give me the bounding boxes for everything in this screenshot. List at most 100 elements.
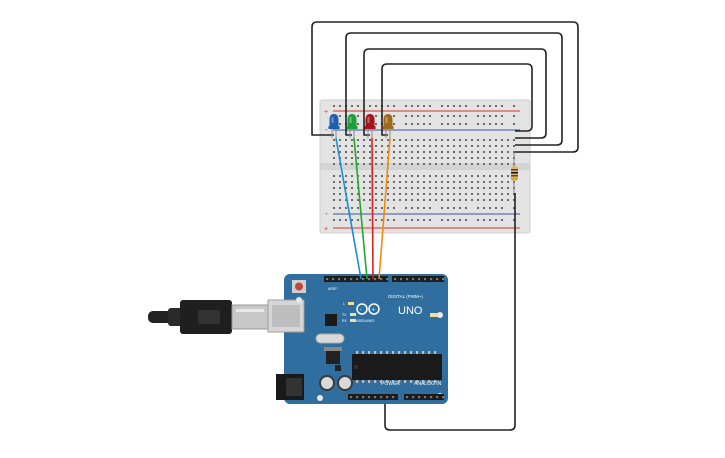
breadboard-hole [399, 199, 401, 201]
breadboard-hole [429, 163, 431, 165]
breadboard-hole [513, 145, 515, 147]
breadboard-hole [441, 157, 443, 159]
breadboard-channel [320, 163, 530, 170]
led-red[interactable] [364, 114, 376, 138]
led-tx-indicator [350, 313, 356, 316]
breadboard-hole [453, 163, 455, 165]
breadboard-hole [489, 115, 491, 117]
led-highlight [349, 117, 352, 123]
led-green[interactable] [346, 114, 358, 138]
arduino-uno[interactable]: DIGITAL (PWM~) AREF POWER ANALOG IN - + … [267, 274, 448, 404]
breadboard-hole [495, 123, 497, 125]
breadboard-hole [369, 163, 371, 165]
chip-pin [380, 380, 383, 383]
breadboard-hole [333, 199, 335, 201]
breadboard-hole [459, 175, 461, 177]
breadboard-hole [375, 207, 377, 209]
breadboard-hole [471, 151, 473, 153]
breadboard-hole [399, 181, 401, 183]
breadboard-hole [417, 181, 419, 183]
resistor[interactable] [511, 153, 518, 193]
breadboard-hole [393, 187, 395, 189]
breadboard-hole [399, 151, 401, 153]
breadboard-hole [369, 145, 371, 147]
breadboard-hole [381, 139, 383, 141]
breadboard-hole [483, 175, 485, 177]
wire-red-cathode[interactable] [363, 48, 547, 139]
breadboard-hole [399, 163, 401, 165]
header-pin [386, 396, 389, 399]
breadboard-hole [483, 123, 485, 125]
breadboard-hole [339, 193, 341, 195]
breadboard-hole [453, 115, 455, 117]
resistor-band-4 [511, 178, 518, 180]
led-body [383, 114, 393, 128]
wire-orange-cathode[interactable] [381, 63, 533, 136]
breadboard-hole [333, 219, 335, 221]
usb-grip [198, 310, 220, 324]
breadboard-hole [471, 187, 473, 189]
breadboard-hole [357, 105, 359, 107]
breadboard-hole [471, 157, 473, 159]
breadboard-hole [339, 123, 341, 125]
breadboard-hole [423, 219, 425, 221]
breadboard-hole [459, 139, 461, 141]
leds [328, 114, 394, 138]
breadboard-hole [429, 175, 431, 177]
breadboard-hole [345, 151, 347, 153]
wire-blue-cathode[interactable] [311, 21, 579, 153]
led-orange[interactable] [382, 114, 394, 138]
breadboard-hole [513, 151, 515, 153]
header-pin [350, 278, 353, 281]
breadboard-hole [453, 139, 455, 141]
resistor-band-2 [511, 172, 518, 174]
breadboard-hole [477, 181, 479, 183]
breadboard-hole [435, 157, 437, 159]
breadboard-hole [333, 151, 335, 153]
wire-orange-signal[interactable] [378, 137, 391, 280]
breadboard-hole [423, 193, 425, 195]
breadboard-hole [441, 219, 443, 221]
breadboard-hole [363, 151, 365, 153]
usb-metal-connector [231, 304, 269, 330]
breadboard-hole [459, 145, 461, 147]
breadboard-hole [339, 181, 341, 183]
breadboard-hole [435, 145, 437, 147]
breadboard-hole [405, 105, 407, 107]
model-label: UNO [398, 305, 423, 317]
chip-pin [386, 380, 389, 383]
breadboard-hole [405, 157, 407, 159]
breadboard-hole [489, 207, 491, 209]
breadboard-hole [435, 199, 437, 201]
breadboard-hole [507, 187, 509, 189]
usb-cable[interactable] [148, 300, 269, 334]
header-pin [362, 278, 365, 281]
wire-ground[interactable] [384, 193, 516, 431]
wire-green-signal[interactable] [353, 137, 368, 280]
breadboard-hole [369, 105, 371, 107]
chip-pin [428, 351, 431, 354]
breadboard-hole [363, 181, 365, 183]
breadboard-hole [513, 219, 515, 221]
breadboard-hole [369, 157, 371, 159]
wire-red-signal[interactable] [371, 137, 374, 280]
header-pin [418, 396, 421, 399]
wire-green-cathode[interactable] [345, 32, 563, 146]
breadboard-hole [345, 207, 347, 209]
breadboard-hole [477, 163, 479, 165]
breadboard-hole [363, 175, 365, 177]
led-blue[interactable] [328, 114, 340, 138]
breadboard-hole [351, 163, 353, 165]
header-pin [368, 396, 371, 399]
breadboard-hole [459, 123, 461, 125]
breadboard-hole [501, 163, 503, 165]
voltage-regulator [326, 350, 340, 364]
breadboard-hole [363, 187, 365, 189]
breadboard-hole [453, 181, 455, 183]
chip-pin [380, 351, 383, 354]
breadboard-hole [477, 199, 479, 201]
breadboard-hole [417, 151, 419, 153]
wire-blue-signal[interactable] [335, 137, 362, 280]
breadboard-hole [489, 157, 491, 159]
reset-button[interactable] [295, 282, 303, 291]
